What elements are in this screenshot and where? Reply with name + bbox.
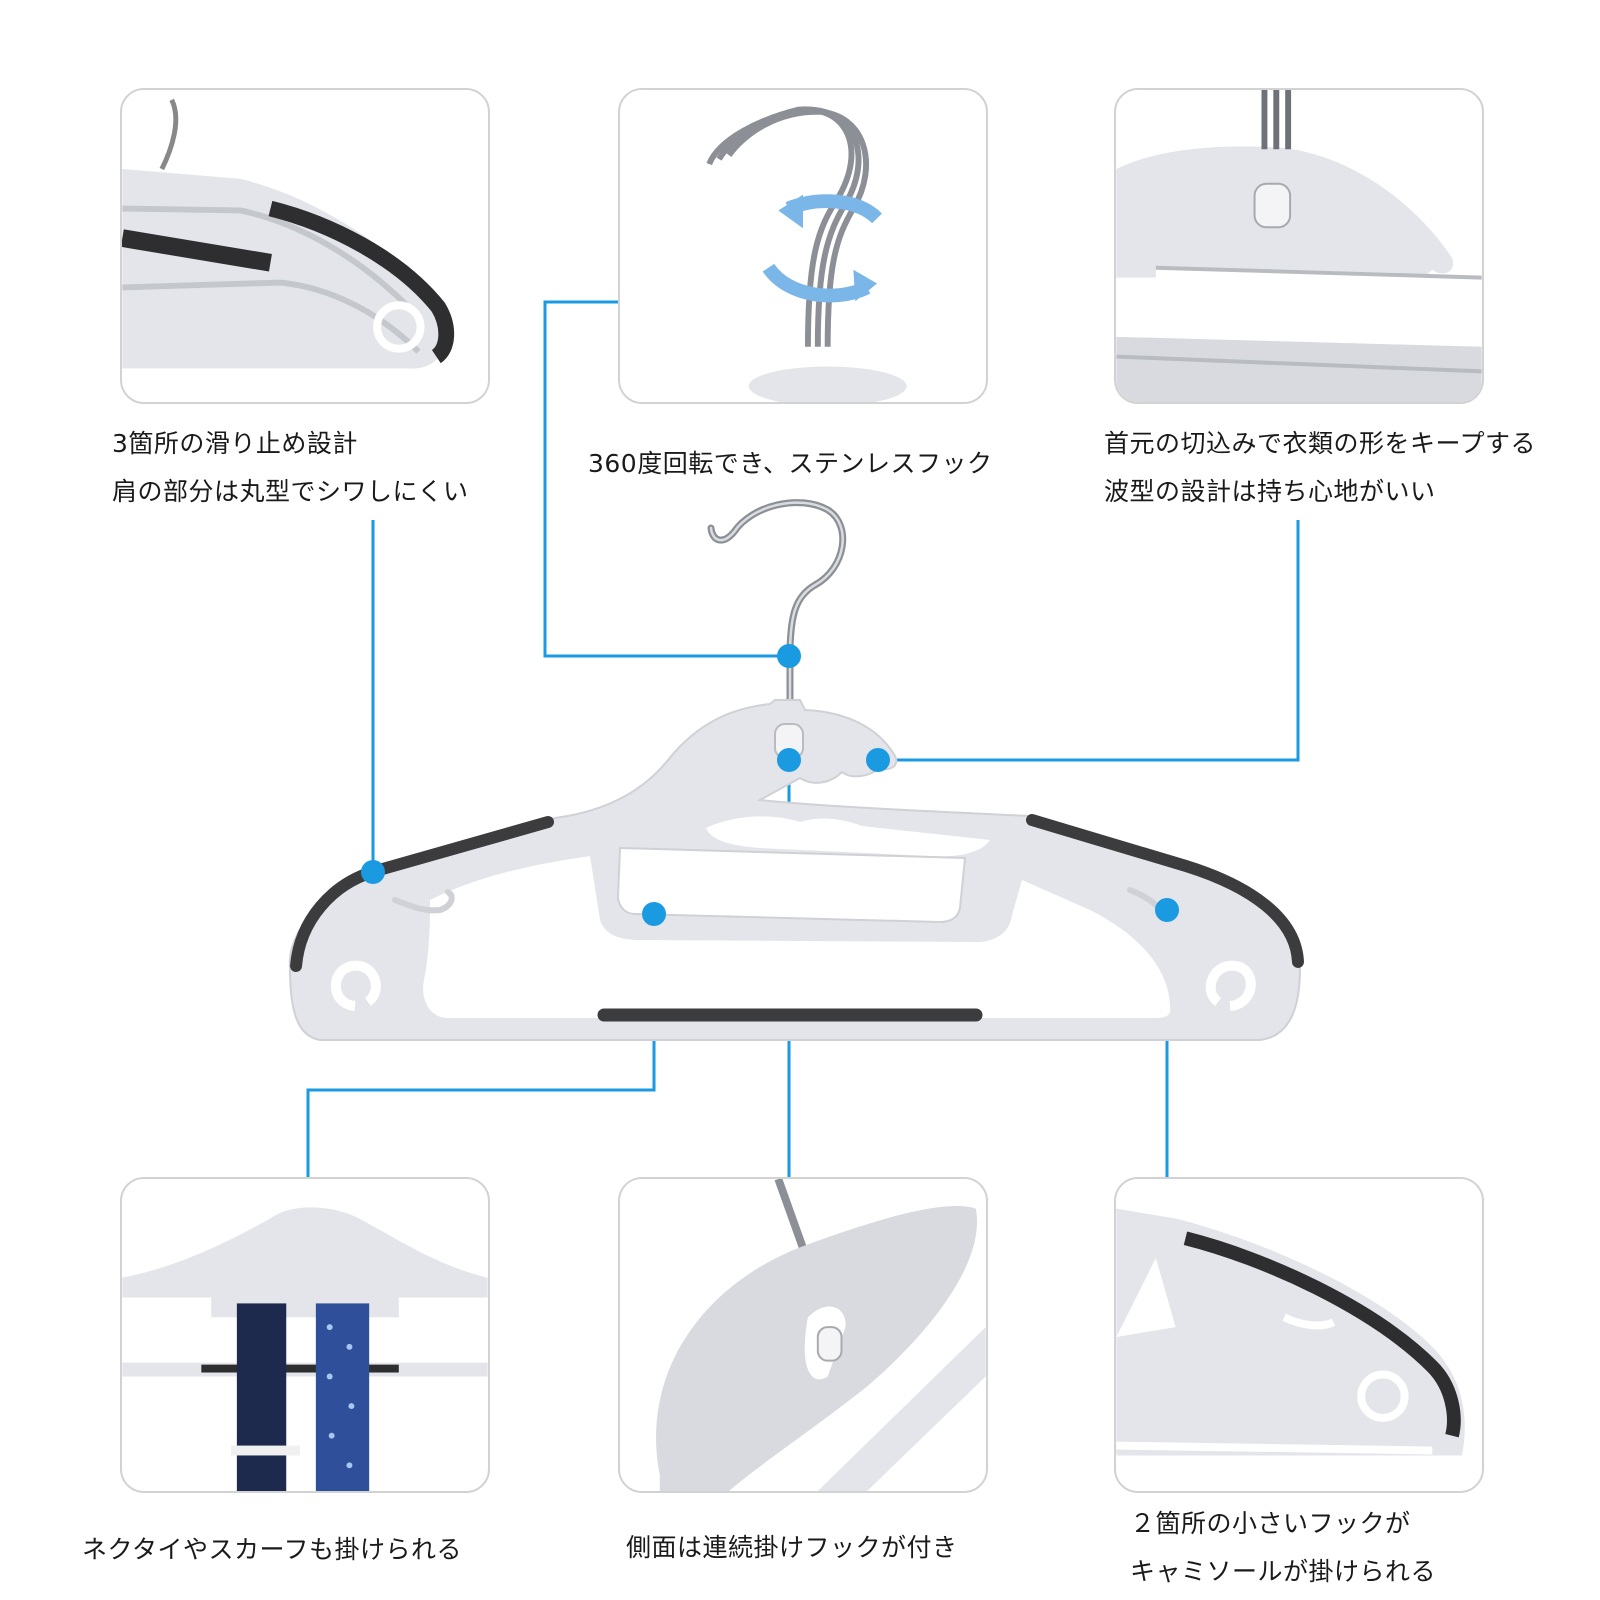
small-hooks-closeup-image (1116, 1179, 1482, 1491)
anti-slip-closeup-image (122, 90, 488, 402)
dot-small-hook (1155, 898, 1179, 922)
hanger-hook-icon (707, 499, 847, 709)
dot-tie-scarf (642, 902, 666, 926)
caption-line: ２箇所の小さいフックが (1130, 1509, 1411, 1538)
caption-line: 首元の切込みで衣類の形をキープする (1104, 429, 1537, 458)
caption-line: ネクタイやスカーフも掛けられる (82, 1535, 463, 1564)
swivel-hook-closeup-image (620, 90, 986, 402)
hanger-body (288, 699, 1302, 1041)
dot-neck-knob (777, 748, 801, 772)
caption-line: 肩の部分は丸型でシワしにくい (112, 477, 469, 506)
caption-neck-notch: 首元の切込みで衣類の形をキープする 波型の設計は持ち心地がいい (1104, 420, 1536, 516)
panel-anti-slip (120, 88, 490, 404)
caption-line: 3箇所の滑り止め設計 (112, 429, 358, 458)
tie-dotted (315, 1303, 370, 1491)
caption-tie-scarf: ネクタイやスカーフも掛けられる (82, 1526, 462, 1574)
tie-scarf-closeup-image (122, 1179, 488, 1491)
caption-line: キャミソールが掛けられる (1130, 1557, 1437, 1586)
side-hook-closeup-image (620, 1179, 986, 1491)
callout-dots (361, 644, 1179, 926)
tie-navy (236, 1303, 287, 1491)
panel-small-hooks (1114, 1177, 1484, 1493)
caption-line: 360度回転でき、ステンレスフック (588, 449, 993, 478)
caption-line: 波型の設計は持ち心地がいい (1104, 477, 1436, 506)
caption-line: 側面は連続掛けフックが付き (626, 1533, 958, 1562)
dot-swivel-hook (777, 644, 801, 668)
panel-tie-scarf (120, 1177, 490, 1493)
caption-anti-slip: 3箇所の滑り止め設計 肩の部分は丸型でシワしにくい (112, 420, 469, 516)
caption-small-hooks: ２箇所の小さいフックが キャミソールが掛けられる (1130, 1500, 1436, 1596)
callout-line-neck-notch (878, 520, 1300, 762)
neck-notch-closeup-image (1116, 90, 1482, 402)
caption-swivel-hook: 360度回転でき、ステンレスフック (588, 440, 992, 488)
panel-swivel-hook (618, 88, 988, 404)
callout-line-swivel-hook (543, 300, 789, 658)
caption-side-hook: 側面は連続掛けフックが付き (626, 1524, 958, 1572)
dot-neck-notch (866, 748, 890, 772)
panel-neck-notch (1114, 88, 1484, 404)
dot-anti-slip (361, 860, 385, 884)
panel-side-hook (618, 1177, 988, 1493)
